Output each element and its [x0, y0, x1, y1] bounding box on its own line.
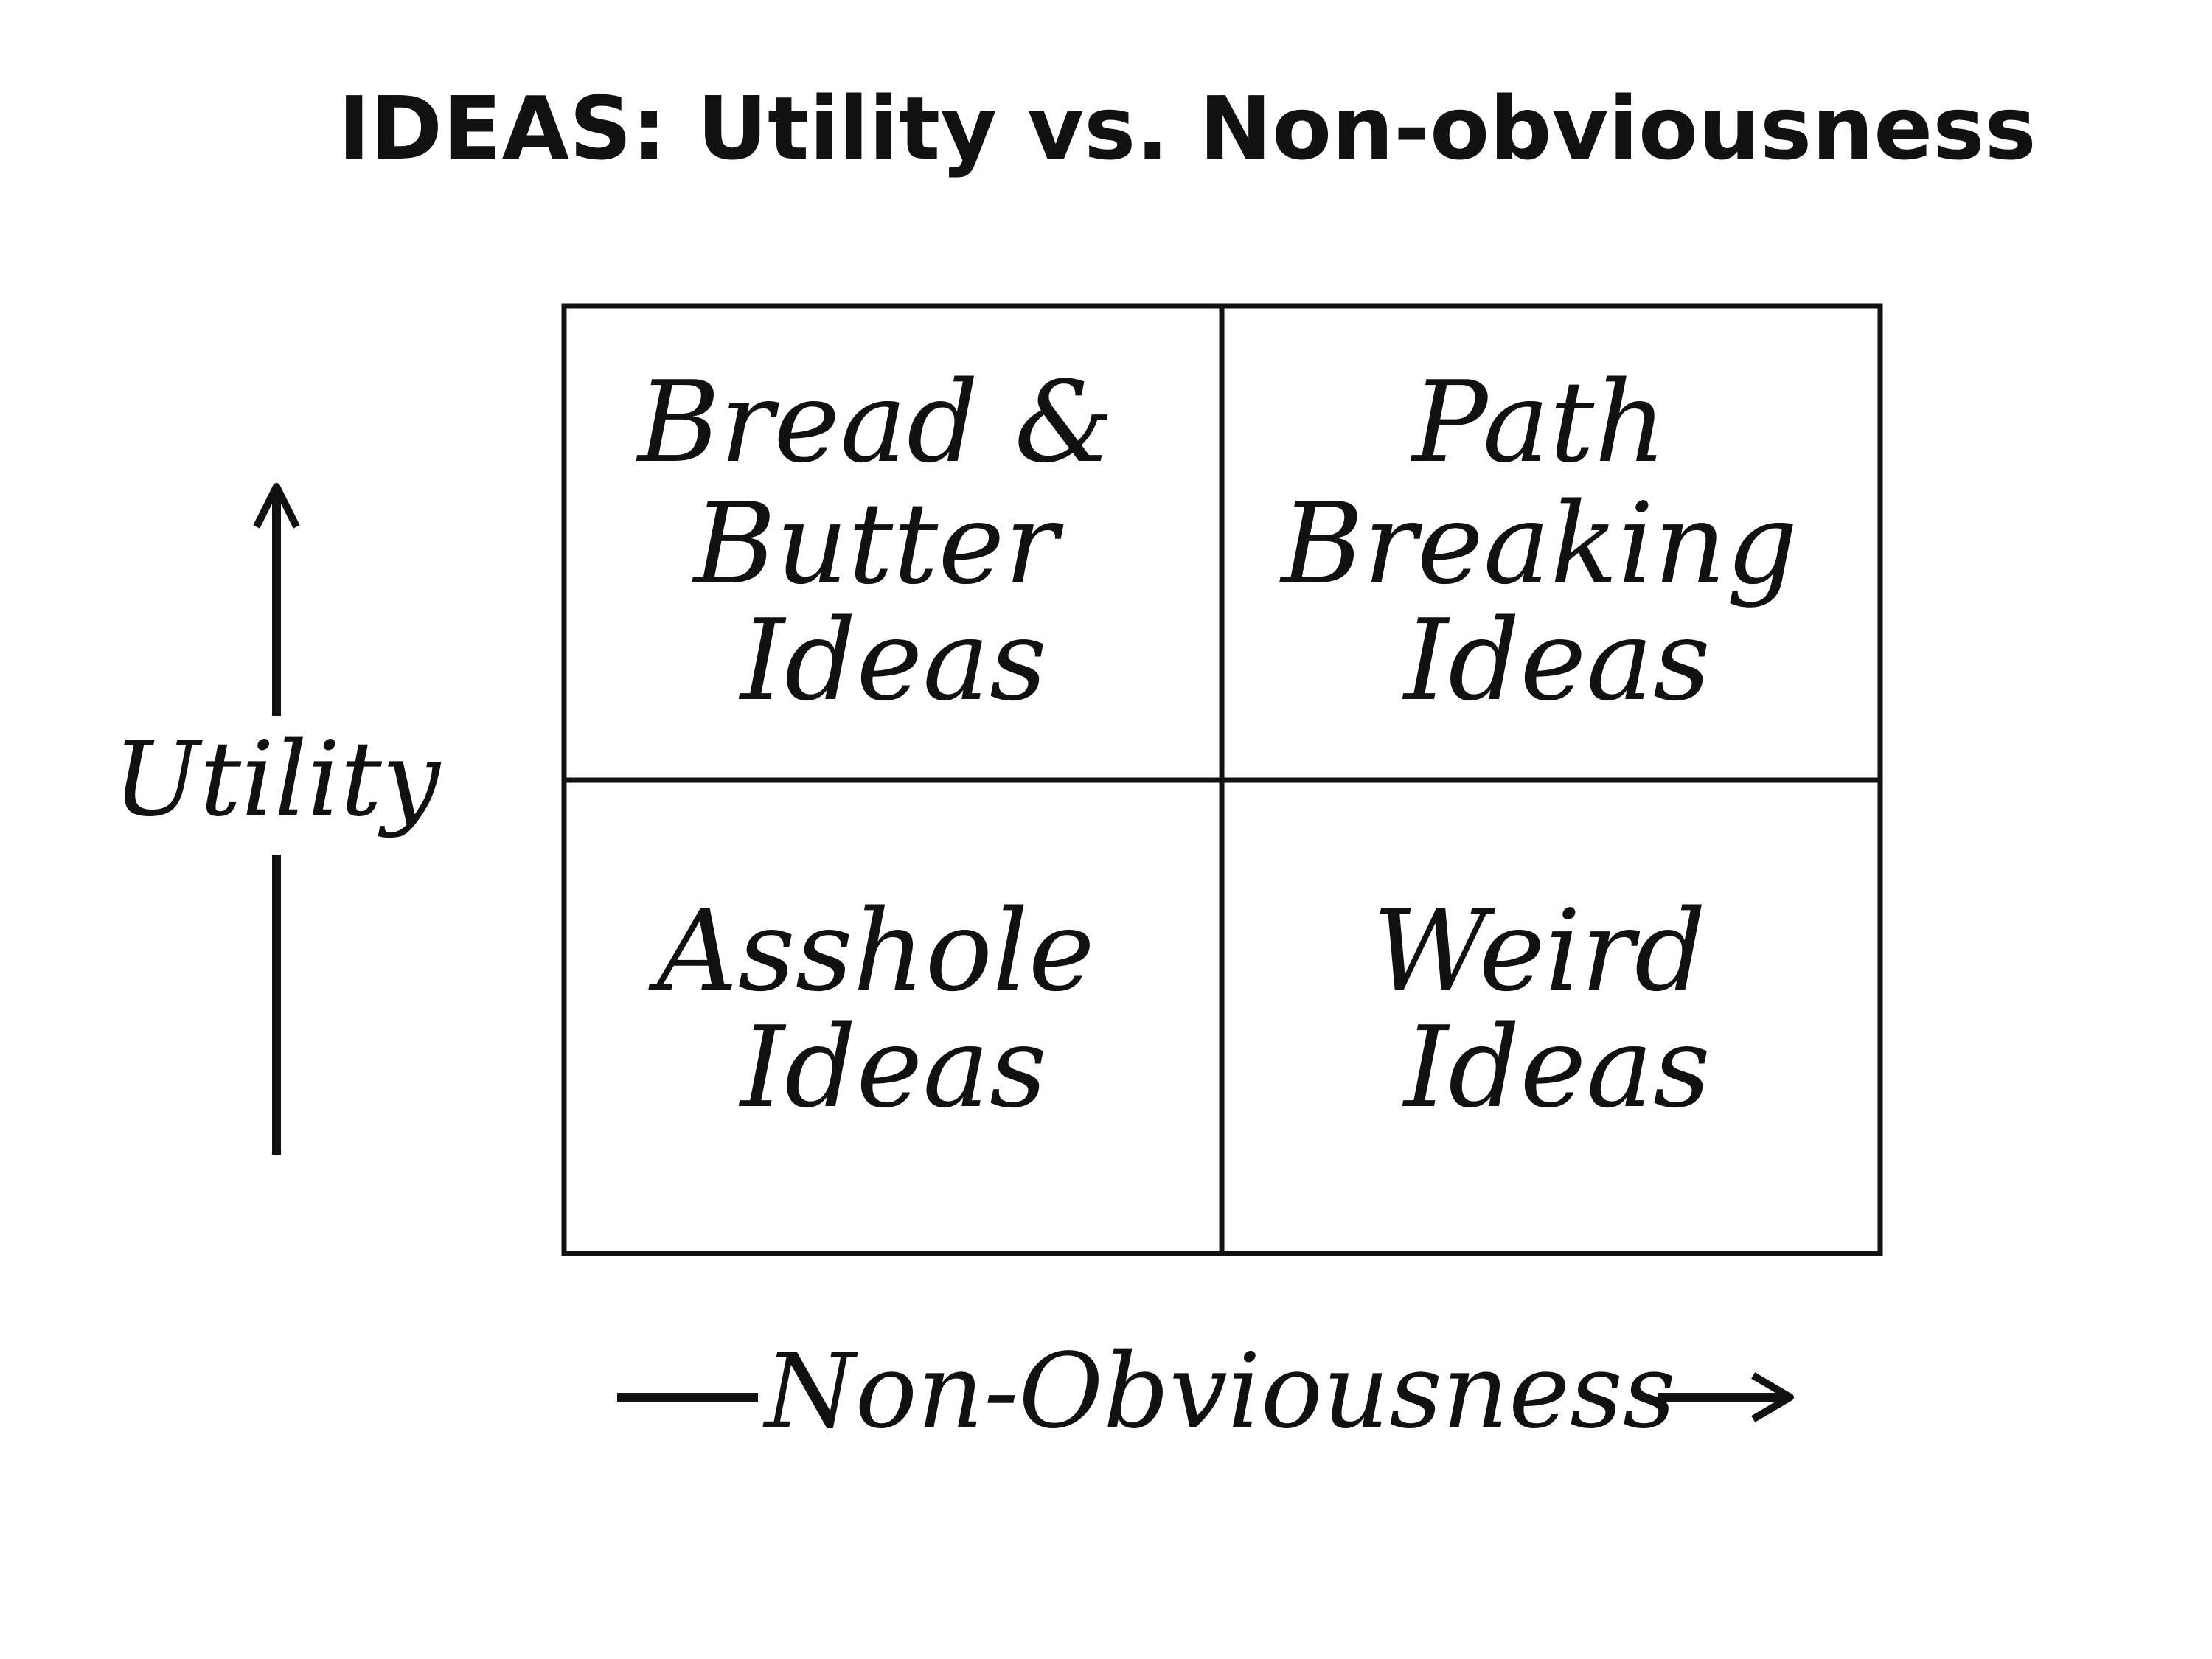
y-axis-label: Utility [113, 720, 442, 840]
quadrant-bottom-left-line-1: Asshole [648, 886, 1095, 1016]
y-axis: Utility [113, 483, 442, 1155]
diagram-title: IDEAS: Utility vs. Non-obviousness [338, 77, 2037, 179]
quadrant-top-left-label: Bread & Butter Ideas [636, 357, 1150, 726]
x-axis-arrow-head-icon [1751, 1372, 1794, 1422]
quadrant-grid [561, 303, 1883, 1256]
quadrant-top-left-line-3: Ideas [738, 595, 1047, 726]
quadrant-bottom-right-label: Weird Ideas [1373, 886, 1742, 1133]
quadrant-bottom-right-line-2: Ideas [1402, 1002, 1711, 1133]
quadrant-top-left-line-1: Bread & [636, 357, 1114, 487]
x-axis-label: Non-Obviousness [762, 1332, 1676, 1452]
quadrant-top-right-line-2: Breaking [1279, 479, 1798, 609]
quadrant-top-right-label: Path Breaking Ideas [1279, 357, 1833, 726]
quadrant-bottom-left-label: Asshole Ideas [648, 886, 1130, 1133]
quadrant-bottom-right-line-1: Weird [1373, 886, 1706, 1016]
quadrant-top-right-line-3: Ideas [1402, 595, 1711, 726]
x-axis: Non-Obviousness [617, 1332, 1794, 1452]
quadrant-bottom-left-line-2: Ideas [738, 1002, 1047, 1133]
quadrant-top-right-line-1: Path [1410, 357, 1666, 487]
quadrant-top-left-line-2: Butter [692, 479, 1065, 609]
y-axis-arrow-head-icon [253, 483, 300, 529]
